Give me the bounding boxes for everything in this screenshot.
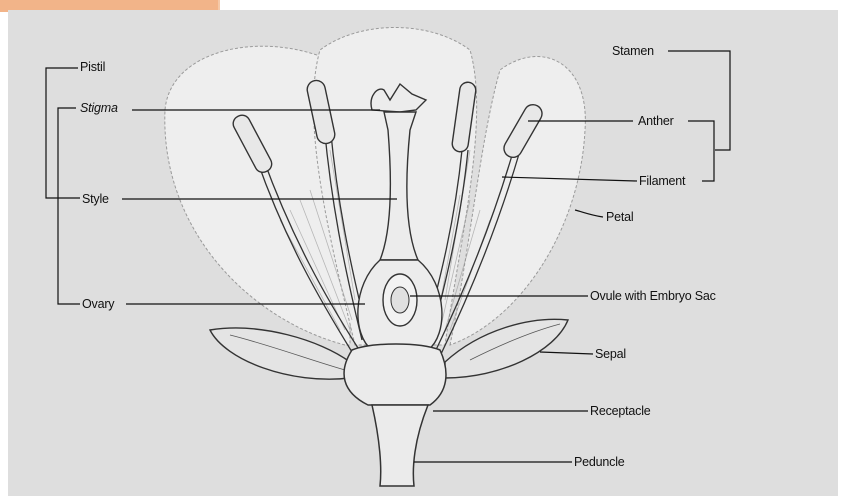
label-ovule: Ovule with Embryo Sac bbox=[590, 289, 716, 303]
label-anther: Anther bbox=[638, 114, 674, 128]
label-ovary: Ovary bbox=[82, 297, 114, 311]
label-pistil: Pistil bbox=[80, 60, 105, 74]
label-receptacle: Receptacle bbox=[590, 404, 651, 418]
label-peduncle: Peduncle bbox=[574, 455, 625, 469]
label-filament: Filament bbox=[639, 174, 685, 188]
stamen-bracket bbox=[668, 51, 730, 150]
label-style: Style bbox=[82, 192, 109, 206]
peduncle bbox=[372, 405, 428, 486]
label-stigma: Stigma bbox=[80, 101, 118, 115]
label-stamen: Stamen bbox=[612, 44, 654, 58]
stalk bbox=[344, 344, 446, 486]
stigma-bracket bbox=[58, 108, 80, 304]
receptacle bbox=[344, 344, 446, 405]
label-sepal: Sepal bbox=[595, 347, 626, 361]
label-petal: Petal bbox=[606, 210, 634, 224]
pistil-bracket bbox=[46, 68, 80, 198]
